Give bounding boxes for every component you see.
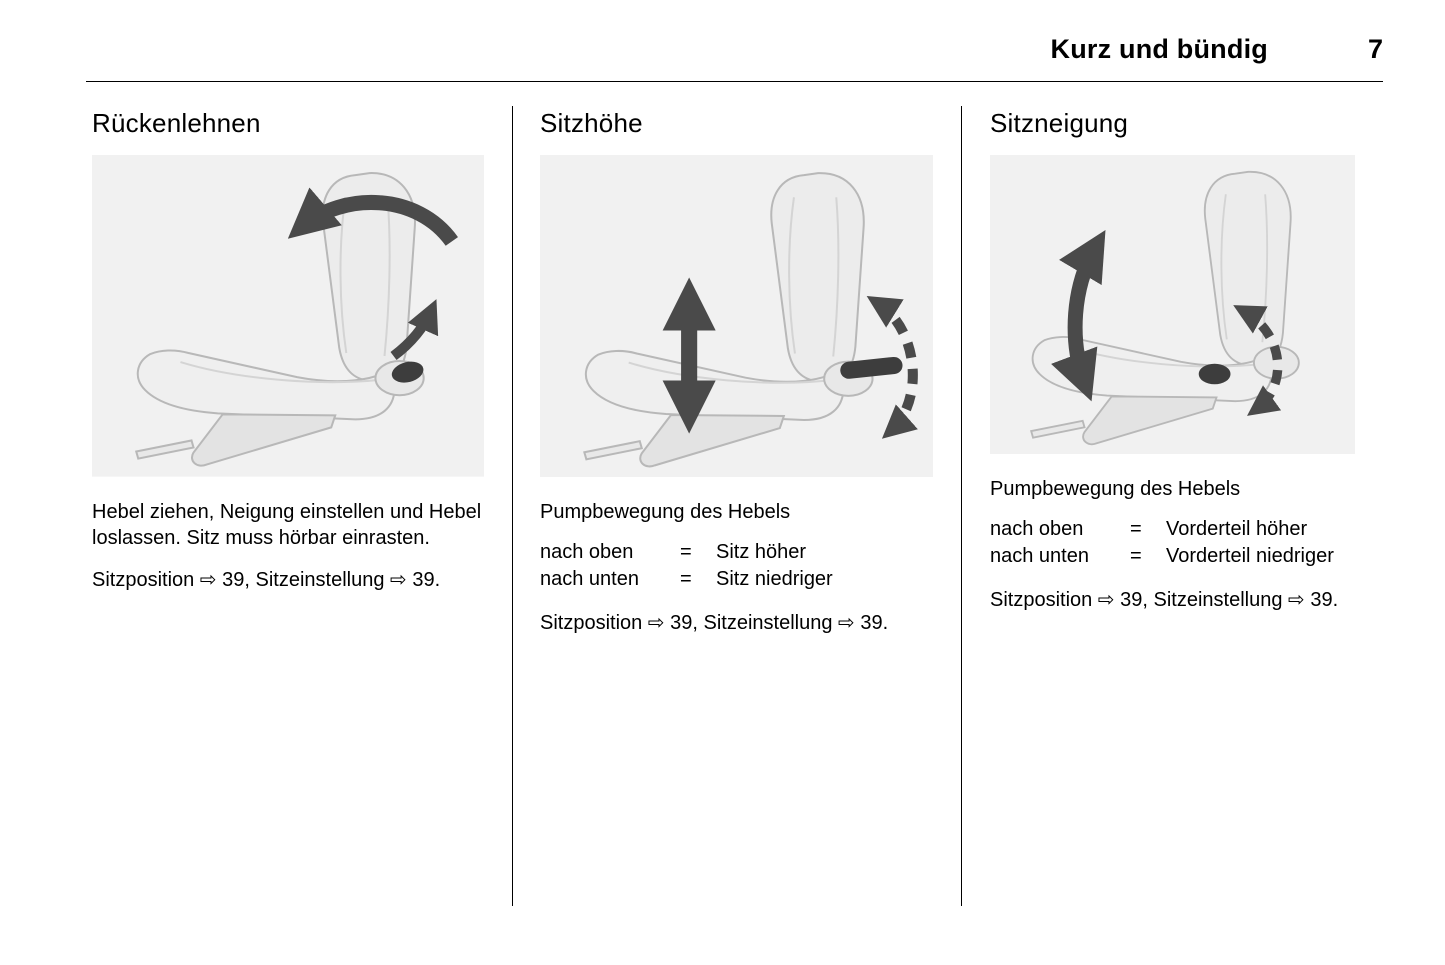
value: Vorderteil höher [1166,518,1308,541]
term: nach unten [990,544,1089,567]
equals-sign: = [1130,544,1142,567]
definition-row: nach unten = Vorderteil niedriger [990,543,1355,570]
definition-rows: nach oben = Vorderteil höher nach unten … [990,516,1355,569]
cross-reference: Sitzposition ⇨ 39, Sitzeinstellung ⇨ 39. [540,612,889,635]
seat-recline-illustration [92,155,484,477]
seat-tilt-illustration [990,155,1355,455]
definition-rows: nach oben = Sitz höher nach unten = Sitz… [540,539,933,592]
equals-sign: = [1130,518,1142,541]
column-seat-tilt: Sitzneigung Pumpbewegung des Hebels nach… [962,106,1383,906]
term: nach oben [990,518,1084,541]
column-heading: Rückenlehnen [92,108,261,138]
figure-seat-tilt [990,155,1355,455]
instruction-text: Pumpbewegung des Hebels [990,478,1241,501]
value: Sitz niedriger [716,567,833,590]
column-backrest: Rückenlehnen Hebel ziehen, Neigung einst… [92,106,513,906]
value: Sitz höher [716,541,807,564]
figure-seat-height [540,155,933,478]
instruction-text: Hebel ziehen, Neigung einstellen und Heb… [92,500,482,550]
page-number: 7 [1367,34,1383,64]
definition-row: nach unten = Sitz niedriger [540,566,933,593]
definition-row: nach oben = Vorderteil höher [990,516,1355,543]
equals-sign: = [680,541,692,564]
term: nach unten [540,567,639,590]
cross-reference: Sitzposition ⇨ 39, Sitzeinstellung ⇨ 39. [92,568,441,591]
definition-row: nach oben = Sitz höher [540,539,933,566]
content-columns: Rückenlehnen Hebel ziehen, Neigung einst… [92,106,1383,906]
column-heading: Sitzhöhe [540,108,643,138]
seat-height-illustration [540,155,933,478]
equals-sign: = [680,567,692,590]
term: nach oben [540,541,634,564]
column-heading: Sitzneigung [990,108,1129,138]
column-seat-height: Sitzhöhe Pumpbewegung des Hebels nach ob… [513,106,962,906]
page-header: Kurz und bündig 7 [0,0,1445,65]
header-rule [86,81,1383,82]
cross-reference: Sitzposition ⇨ 39, Sitzeinstellung ⇨ 39. [990,589,1339,612]
page-title: Kurz und bündig [1050,34,1268,64]
value: Vorderteil niedriger [1166,544,1334,567]
figure-backrest [92,155,484,477]
instruction-text: Pumpbewegung des Hebels [540,501,791,524]
